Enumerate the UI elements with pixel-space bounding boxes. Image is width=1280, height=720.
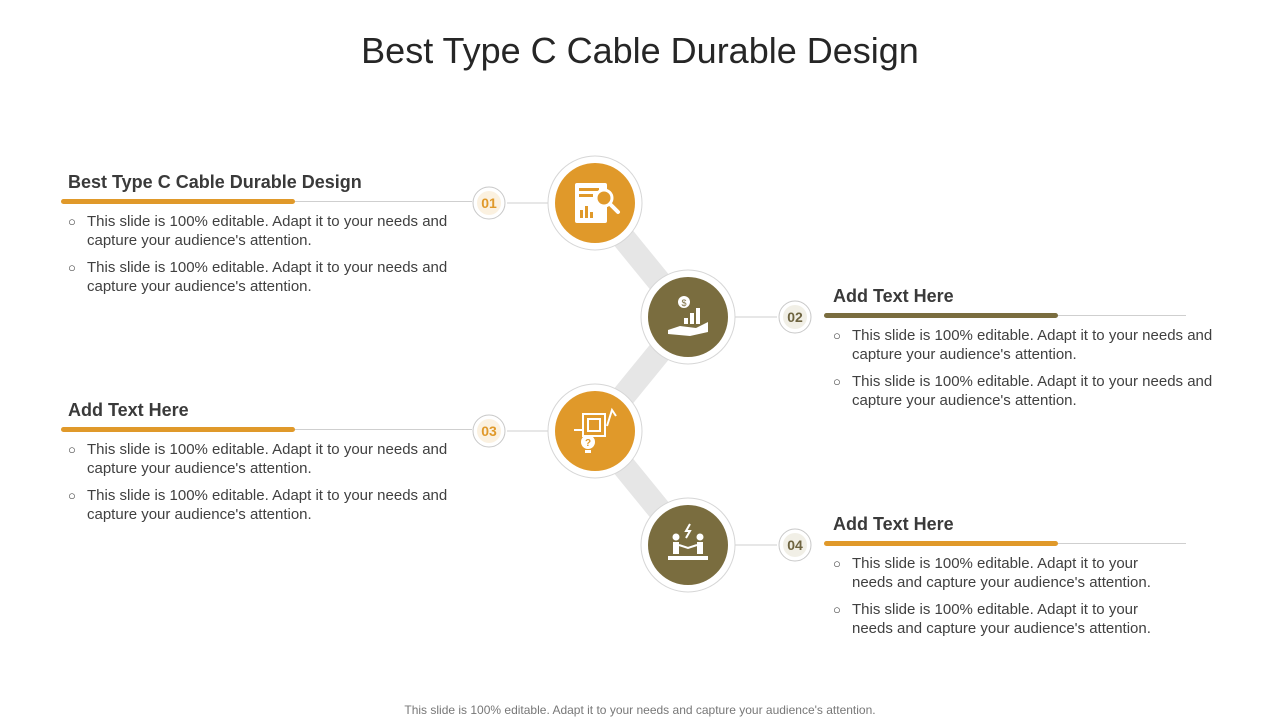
- svg-text:?: ?: [585, 438, 591, 449]
- step-heading-02: Add Text Here: [833, 286, 954, 306]
- list-item: ○This slide is 100% editable. Adapt it t…: [68, 487, 448, 523]
- svg-text:01: 01: [481, 195, 497, 211]
- number-badge-04: 04: [778, 528, 812, 562]
- accent-bar-02: [824, 313, 1058, 318]
- bullet-list-02: ○This slide is 100% editable. Adapt it t…: [833, 326, 1213, 410]
- list-item: ○This slide is 100% editable. Adapt it t…: [833, 601, 1151, 637]
- list-item: ○This slide is 100% editable. Adapt it t…: [833, 327, 1213, 363]
- bullet-list-01: ○This slide is 100% editable. Adapt it t…: [68, 212, 448, 296]
- step-node-04: [640, 497, 736, 593]
- report-magnifier-icon: [575, 183, 620, 223]
- accent-bar-01: [61, 199, 295, 204]
- bullet-list-04: ○This slide is 100% editable. Adapt it t…: [833, 554, 1173, 638]
- list-item: ○This slide is 100% editable. Adapt it t…: [68, 259, 448, 295]
- number-badge-03: 03: [472, 414, 506, 448]
- list-item: ○This slide is 100% editable. Adapt it t…: [833, 373, 1213, 409]
- bullet-list-03: ○This slide is 100% editable. Adapt it t…: [68, 440, 448, 524]
- list-item: ○This slide is 100% editable. Adapt it t…: [833, 555, 1151, 591]
- hand-growth-chart-icon: $: [668, 296, 708, 336]
- zigzag-connector: [579, 195, 704, 553]
- step-node-01: [547, 155, 643, 251]
- footer-note: This slide is 100% editable. Adapt it to…: [404, 703, 876, 717]
- step-heading-03: Add Text Here: [68, 400, 189, 420]
- svg-text:02: 02: [787, 309, 803, 325]
- step-node-03: ?: [547, 383, 643, 479]
- number-badge-01: 01: [472, 186, 506, 220]
- step-block-04: Add Text Here ○This slide is 100% editab…: [833, 514, 1173, 646]
- svg-text:04: 04: [787, 537, 803, 553]
- svg-text:03: 03: [481, 423, 497, 439]
- accent-bar-03: [61, 427, 295, 432]
- people-handshake-icon: [668, 523, 708, 560]
- list-item: ○This slide is 100% editable. Adapt it t…: [68, 213, 448, 249]
- step-heading-01: Best Type C Cable Durable Design: [68, 172, 362, 192]
- svg-text:$: $: [681, 298, 686, 308]
- accent-bar-04: [824, 541, 1058, 546]
- step-heading-04: Add Text Here: [833, 514, 954, 534]
- number-badge-02: 02: [778, 300, 812, 334]
- step-block-01: Best Type C Cable Durable Design ○This s…: [68, 172, 448, 304]
- step-block-02: Add Text Here ○This slide is 100% editab…: [833, 286, 1213, 418]
- list-item: ○This slide is 100% editable. Adapt it t…: [68, 441, 448, 477]
- slide-title: Best Type C Cable Durable Design: [361, 30, 919, 71]
- step-node-02: $: [640, 269, 736, 365]
- step-block-03: Add Text Here ○This slide is 100% editab…: [68, 400, 448, 532]
- lightbulb-question-icon: ?: [574, 407, 617, 453]
